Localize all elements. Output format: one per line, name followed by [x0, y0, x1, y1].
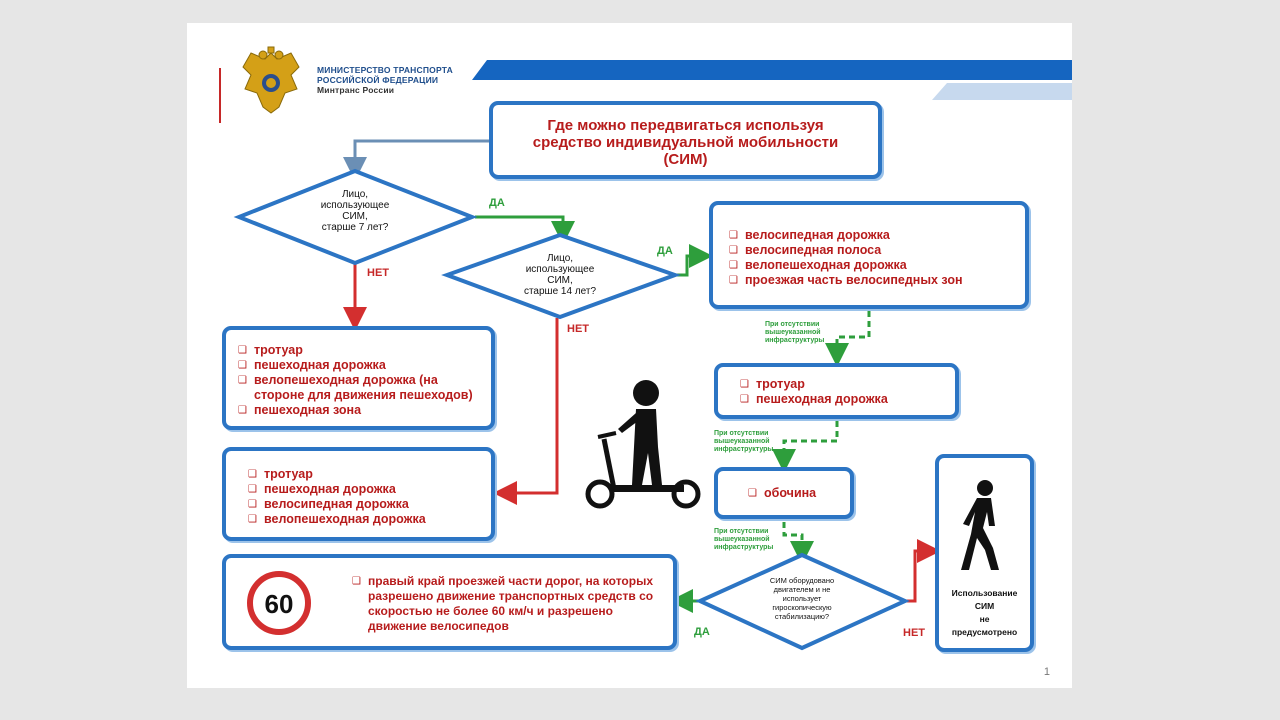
- not-allowed-line-3: не: [979, 614, 990, 624]
- decision1-yes-label: ДА: [489, 197, 505, 209]
- decision2-text: Лицо, использующее СИМ, старше 14 лет?: [500, 253, 620, 297]
- ministry-line-2: РОССИЙСКОЙ ФЕДЕРАЦИИ: [317, 75, 439, 85]
- age7to14-item: велосипедная дорожка: [248, 497, 481, 512]
- title-line-1: Где можно передвигаться используя: [547, 117, 824, 134]
- over14-item: велопешеходная дорожка: [729, 258, 1015, 273]
- under7-item: тротуар: [238, 343, 481, 358]
- note3-line-2: вышеуказанной: [714, 536, 770, 543]
- decision1-line-4: старше 7 лет?: [321, 222, 389, 233]
- decision2-no-label: НЕТ: [567, 323, 589, 335]
- decision2-diamond: [441, 232, 681, 320]
- under7-item: велопешеходная дорожка (на стороне для д…: [238, 373, 481, 403]
- decision1-line-2: использующее: [320, 200, 390, 211]
- age7to14-item: велопешеходная дорожка: [248, 512, 481, 527]
- over14-item: велосипедная дорожка: [729, 228, 1015, 243]
- under7-item: пешеходная дорожка: [238, 358, 481, 373]
- age7to14-item: тротуар: [248, 467, 481, 482]
- decision3-yes-label: ДА: [694, 626, 710, 638]
- decision2-line-1: Лицо,: [546, 253, 574, 264]
- box-road-edge: правый край проезжей части дорог, на кот…: [222, 554, 677, 650]
- slide: МИНИСТЕРСТВО ТРАНСПОРТА РОССИЙСКОЙ ФЕДЕР…: [187, 23, 1072, 688]
- sidewalk-item: пешеходная дорожка: [740, 392, 945, 407]
- under7-item: пешеходная зона: [238, 403, 481, 418]
- ministry-line-1: МИНИСТЕРСТВО ТРАНСПОРТА: [317, 65, 453, 75]
- coat-of-arms-logo: [242, 46, 300, 114]
- decision3-line-2: двигателем и не: [773, 585, 831, 594]
- note2-line-1: При отсутствии: [714, 430, 769, 437]
- box-not-allowed: [935, 454, 1034, 652]
- road-edge-item: правый край проезжей части дорог, на кот…: [352, 574, 663, 634]
- decision3-text: СИМ оборудовано двигателем и не использу…: [752, 576, 852, 621]
- decision3-line-3: использует: [782, 594, 822, 603]
- age7to14-item: пешеходная дорожка: [248, 482, 481, 497]
- shoulder-item: обочина: [748, 486, 840, 501]
- box-under-7: тротуар пешеходная дорожка велопешеходна…: [222, 326, 495, 430]
- note1-line-2: вышеуказанной: [765, 329, 821, 336]
- box-over-14: велосипедная дорожка велосипедная полоса…: [709, 201, 1029, 309]
- decision2-line-3: СИМ,: [547, 275, 573, 286]
- title-box: Где можно передвигаться используя средст…: [489, 101, 882, 179]
- header-band: [219, 60, 1072, 123]
- title-line-2: средство индивидуальной мобильности: [532, 134, 839, 151]
- box-sidewalk: тротуар пешеходная дорожка: [714, 363, 959, 419]
- title-line-3: (СИМ): [663, 151, 708, 168]
- decision3-line-1: СИМ оборудовано: [769, 576, 835, 585]
- ministry-name: МИНИСТЕРСТВО ТРАНСПОРТА РОССИЙСКОЙ ФЕДЕР…: [317, 65, 453, 95]
- note1-line-1: При отсутствии: [765, 321, 820, 328]
- speed-limit-sign-icon: 60: [247, 571, 311, 635]
- speed-limit-value: 60: [265, 589, 294, 619]
- note3-line-3: инфраструктуры: [714, 544, 774, 551]
- pedestrian-icon: [961, 480, 999, 570]
- decision3-line-4: гироскопическую: [772, 603, 832, 612]
- not-allowed-line-4: предусмотрено: [951, 627, 1018, 637]
- decision3-line-5: стабилизацию?: [774, 612, 830, 621]
- ministry-line-3: Минтранс России: [317, 85, 395, 95]
- flow-connectors: [233, 139, 941, 651]
- decision1-no-label: НЕТ: [367, 267, 389, 279]
- decision1-line-1: Лицо,: [341, 189, 369, 200]
- decision1-line-3: СИМ,: [342, 211, 368, 222]
- fallback-note-3: При отсутствии вышеуказанной инфраструкт…: [714, 528, 786, 552]
- decision2-line-4: старше 14 лет?: [523, 286, 597, 297]
- sidewalk-item: тротуар: [740, 377, 945, 392]
- note2-line-3: инфраструктуры: [714, 446, 774, 453]
- note1-line-3: инфраструктуры: [765, 337, 825, 344]
- not-allowed-line-1: Использование: [951, 588, 1018, 598]
- not-allowed-line-2: СИМ: [974, 601, 995, 611]
- over14-item: велосипедная полоса: [729, 243, 1015, 258]
- fallback-note-2: При отсутствии вышеуказанной инфраструкт…: [714, 430, 786, 454]
- decision2-line-2: использующее: [525, 264, 595, 275]
- decision2-yes-label: ДА: [657, 245, 673, 257]
- decision1-text: Лицо, использующее СИМ, старше 7 лет?: [295, 189, 415, 233]
- note2-line-2: вышеуказанной: [714, 438, 770, 445]
- decision3-diamond: [695, 552, 910, 651]
- decision1-diamond: [233, 168, 478, 266]
- over14-item: проезжая часть велосипедных зон: [729, 273, 1015, 288]
- fallback-note-1: При отсутствии вышеуказанной инфраструкт…: [765, 321, 837, 345]
- note3-line-1: При отсутствии: [714, 528, 769, 535]
- box-shoulder: обочина: [714, 467, 854, 519]
- scooter-rider-icon: [585, 380, 701, 509]
- box-7-to-14: тротуар пешеходная дорожка велосипедная …: [222, 447, 495, 541]
- page-number: 1: [1043, 666, 1050, 678]
- decision3-no-label: НЕТ: [903, 627, 925, 639]
- not-allowed-text: Использование СИМ не предусмотрено: [939, 587, 1030, 639]
